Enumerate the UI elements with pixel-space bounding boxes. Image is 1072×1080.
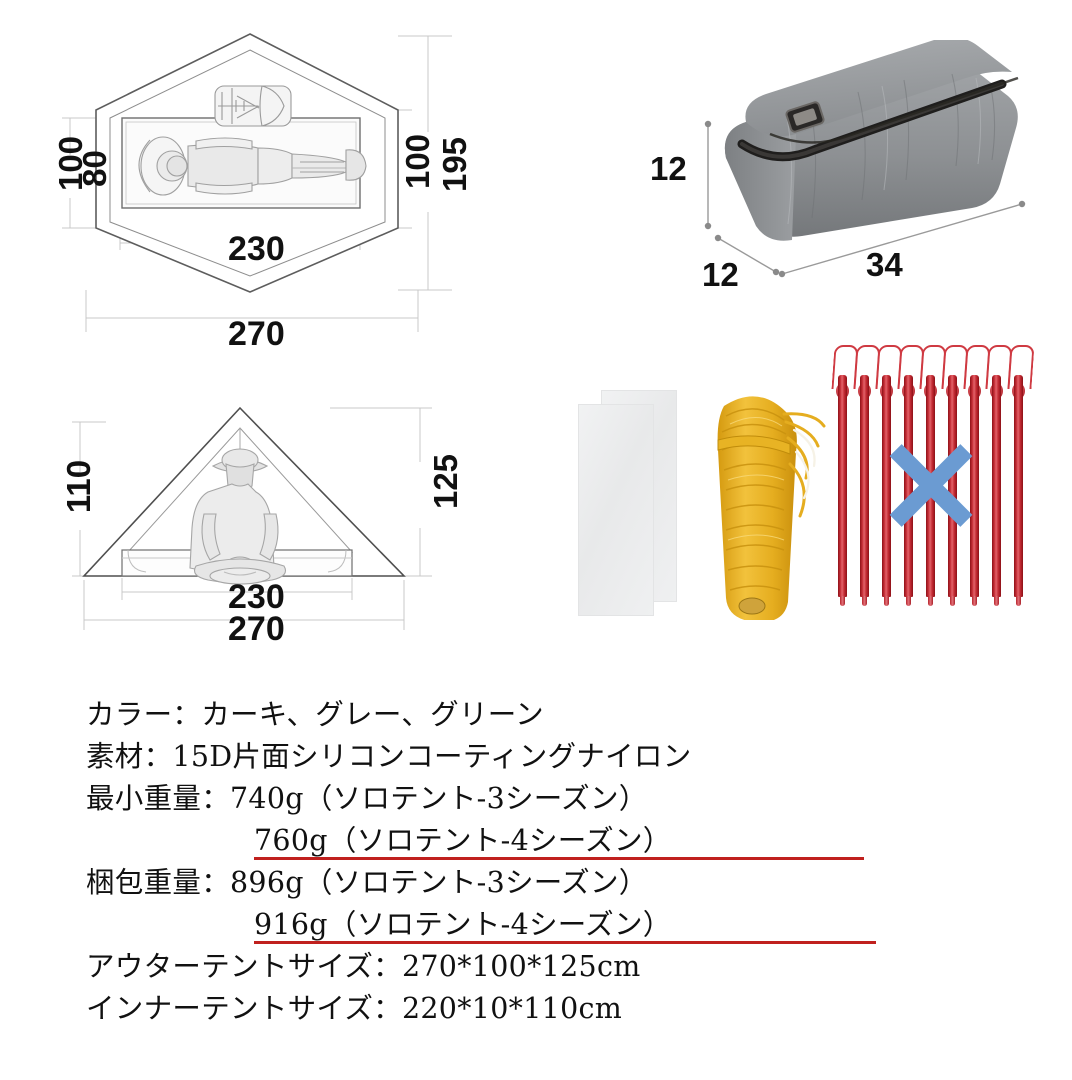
tent-stake — [882, 375, 891, 606]
guy-rope-bundle — [717, 396, 826, 620]
person-lying-illustration — [138, 136, 367, 196]
carry-bag-illustration — [704, 40, 1026, 278]
dim-side-right-125: 125 — [427, 453, 465, 510]
dim-bag-height-12: 12 — [650, 150, 687, 187]
spec-line-outer-tent-size: アウターテントサイズ：270*100*125cm — [86, 950, 641, 983]
dim-top-left-80: 80 — [75, 150, 113, 187]
person-seated-illustration — [189, 448, 287, 585]
spec-line-pack-weight-4season: 916g（ソロテント-4シーズン） — [86, 904, 986, 946]
dim-side-inner-230: 230 — [228, 578, 285, 616]
spec-line-color: カラー：カーキ、グレー、グリーン — [86, 698, 544, 731]
backpack-illustration — [214, 85, 292, 127]
spec-line-inner-tent-size: インナーテントサイズ：220*10*110cm — [86, 992, 623, 1025]
dim-top-right-100: 100 — [399, 133, 437, 190]
tent-stake — [904, 375, 913, 606]
dim-side-outer-270: 270 — [228, 610, 285, 648]
not-included-x-icon — [881, 435, 981, 535]
spec-line-min-weight-3season: 最小重量：740g（ソロテント-3シーズン） — [86, 782, 648, 815]
tent-side-view-diagram — [72, 406, 432, 630]
bag-dim-depth — [714, 234, 780, 276]
tent-stake — [838, 375, 847, 606]
tent-stake — [948, 375, 957, 606]
spec-line-min-weight-4season: 760g（ソロテント-4シーズン） — [86, 820, 986, 862]
dim-top-right-195: 195 — [436, 136, 474, 193]
tent-stake — [1014, 375, 1023, 606]
tent-stake — [860, 375, 869, 606]
dim-side-left-110: 110 — [60, 459, 98, 514]
dim-bag-length-34: 34 — [866, 246, 903, 283]
tent-stakes-group — [831, 345, 1035, 615]
dim-bag-depth-12: 12 — [702, 256, 739, 293]
repair-patch-front — [578, 404, 654, 616]
bag-dim-height — [704, 120, 712, 230]
tent-stake — [992, 375, 1001, 606]
dim-top-outer-270: 270 — [228, 315, 285, 353]
bag-dim-length — [778, 200, 1026, 278]
tent-top-view-diagram — [62, 33, 452, 332]
dim-top-inner-230: 230 — [228, 230, 285, 268]
specification-text: カラー：カーキ、グレー、グリーン 素材：15D片面シリコンコーティングナイロン … — [86, 694, 986, 1030]
tent-stake — [970, 375, 979, 606]
spec-line-material: 素材：15D片面シリコンコーティングナイロン — [86, 740, 692, 773]
spec-line-pack-weight-3season: 梱包重量：896g（ソロテント-3シーズン） — [86, 866, 648, 899]
